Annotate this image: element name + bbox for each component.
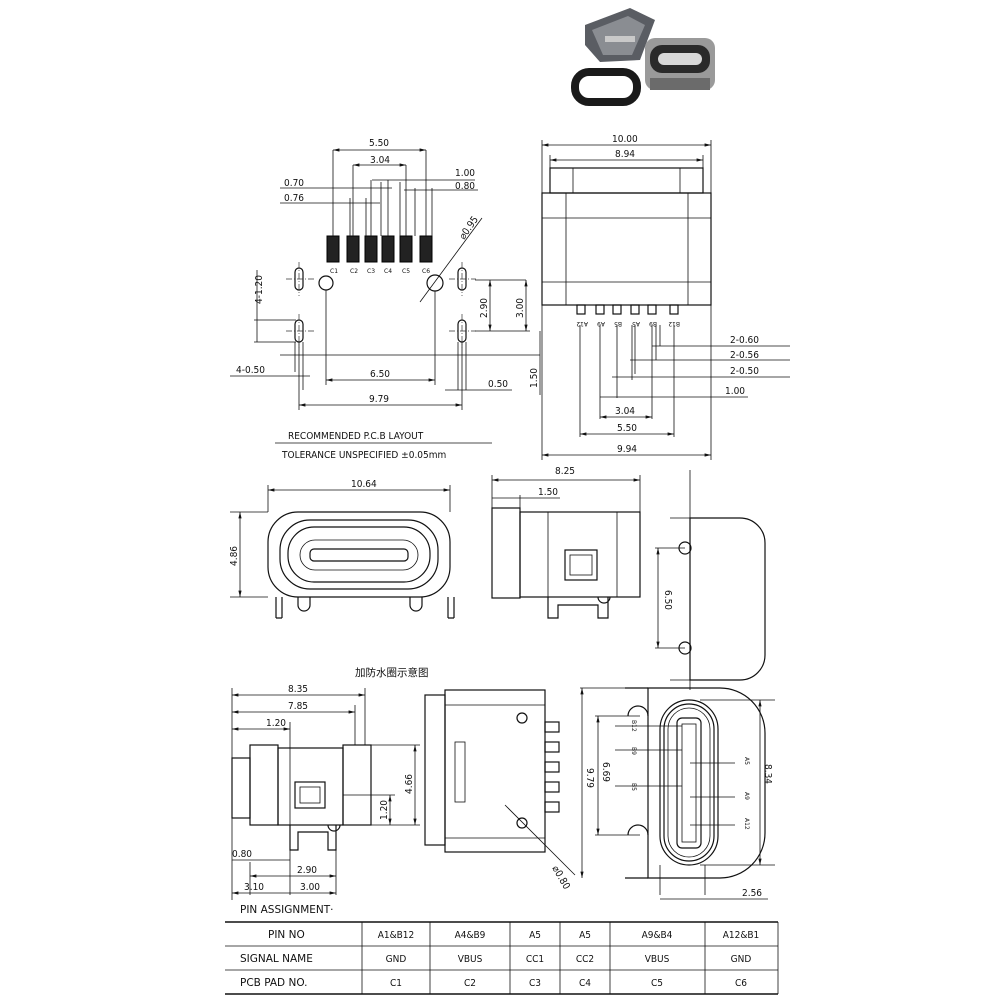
table-cell: C1 bbox=[390, 978, 402, 989]
dim-6.69: 6.69 bbox=[600, 762, 611, 782]
pin-label: B12 bbox=[630, 720, 637, 732]
pin-assignment: PIN ASSIGNMENT· PIN NO A1&B12 A4&B9 A5 A5 A9&… bbox=[225, 904, 779, 995]
dim-0.70: 0.70 bbox=[284, 178, 304, 189]
table-cell: CC1 bbox=[526, 954, 544, 965]
dim-1.00: 1.00 bbox=[455, 168, 475, 179]
pin-label: A5 bbox=[632, 320, 640, 327]
dim-8.25: 8.25 bbox=[555, 466, 575, 477]
dim-3.00: 3.00 bbox=[300, 882, 320, 893]
table-cell: VBUS bbox=[458, 954, 483, 965]
dim-2.90: 2.90 bbox=[297, 865, 317, 876]
table-cell: C6 bbox=[735, 978, 747, 989]
pin-label: B9 bbox=[649, 320, 657, 327]
dim-4.86: 4.86 bbox=[229, 546, 240, 566]
row-header: SIGNAL NAME bbox=[240, 953, 313, 965]
tolerance-note: TOLERANCE UNSPECIFIED ±0.05mm bbox=[281, 450, 446, 461]
pad-label: C6 bbox=[422, 268, 430, 275]
pin-label: A12 bbox=[743, 818, 750, 830]
table-cell: A5 bbox=[579, 930, 591, 941]
dim-hole-diameter: ⌀0.95 bbox=[457, 215, 481, 242]
dim-1.00: 1.00 bbox=[725, 386, 745, 397]
table-cell: A9&B4 bbox=[642, 930, 673, 941]
dim-1.20: 1.20 bbox=[379, 800, 390, 820]
dim-1.50: 1.50 bbox=[538, 487, 558, 498]
product-photo bbox=[571, 8, 715, 106]
pcb-layout-view: C1 C2 C3 C4 C5 C6 5.50 3.04 1.00 0.70 0.… bbox=[230, 138, 541, 461]
dim-3.04: 3.04 bbox=[370, 155, 390, 166]
dim-10.00: 10.00 bbox=[612, 134, 638, 145]
table-cell: VBUS bbox=[645, 954, 670, 965]
pin-label: A9 bbox=[743, 792, 750, 800]
dim-0.50: 0.50 bbox=[488, 379, 508, 390]
dim-2.90: 2.90 bbox=[479, 298, 490, 318]
pcb-pads bbox=[326, 235, 433, 263]
dim-1.20: 1.20 bbox=[266, 718, 286, 729]
top-side-view: A12 A9 B5 A5 B9 B12 10.00 8.94 2-0.60 2-… bbox=[541, 134, 790, 460]
dim-9.94: 9.94 bbox=[617, 444, 637, 455]
pad-label: C1 bbox=[330, 268, 338, 275]
pad-label: C5 bbox=[402, 268, 410, 275]
pin-table-grid bbox=[225, 921, 779, 995]
profile-view: 8.25 1.50 bbox=[491, 466, 641, 619]
table-cell: C4 bbox=[579, 978, 591, 989]
table-cell: C5 bbox=[651, 978, 663, 989]
pin-label: B5 bbox=[630, 783, 637, 791]
table-cell: GND bbox=[731, 954, 752, 965]
dim-8.94: 8.94 bbox=[615, 149, 635, 160]
pin-label: A12 bbox=[576, 320, 588, 327]
dim-8.34: 8.34 bbox=[762, 764, 773, 784]
pin-label: B9 bbox=[630, 747, 637, 755]
dim-4-0.50: 4-0.50 bbox=[236, 365, 265, 376]
dim-3.04: 3.04 bbox=[615, 406, 635, 417]
table-cell: A12&B1 bbox=[723, 930, 760, 941]
pad-label: C2 bbox=[350, 268, 358, 275]
dim-1.50: 1.50 bbox=[529, 368, 540, 388]
front-view: 10.64 4.86 bbox=[229, 479, 455, 619]
gasket-view: 6.50 bbox=[655, 470, 766, 690]
dim-9.79: 9.79 bbox=[369, 394, 389, 405]
table-cell: C2 bbox=[464, 978, 476, 989]
dim-2-0.60: 2-0.60 bbox=[730, 335, 759, 346]
gasket-caption: 加防水圈示意图 bbox=[355, 666, 429, 679]
dim-10.64: 10.64 bbox=[351, 479, 377, 490]
dim-7.85: 7.85 bbox=[288, 701, 308, 712]
dim-2.56: 2.56 bbox=[742, 888, 762, 899]
dim-0.80: 0.80 bbox=[455, 181, 475, 192]
pad-label: C4 bbox=[384, 268, 392, 275]
pin-assignment-title: PIN ASSIGNMENT· bbox=[240, 904, 334, 916]
pin-label: B5 bbox=[614, 320, 622, 327]
dim-0.80: 0.80 bbox=[232, 849, 252, 860]
dim-2-0.50: 2-0.50 bbox=[730, 366, 759, 377]
dim-4-1.20: 4-1.20 bbox=[254, 275, 265, 304]
pin-label: A5 bbox=[743, 757, 750, 765]
row-header: PCB PAD NO. bbox=[240, 977, 308, 989]
pin-label: B12 bbox=[668, 320, 680, 327]
dim-4.66: 4.66 bbox=[404, 774, 415, 794]
dim-8.35: 8.35 bbox=[288, 684, 308, 695]
table-cell: A5 bbox=[529, 930, 541, 941]
dim-5.50: 5.50 bbox=[369, 138, 389, 149]
table-cell: GND bbox=[386, 954, 407, 965]
dim-2-0.56: 2-0.56 bbox=[730, 350, 759, 361]
dim-3.10: 3.10 bbox=[244, 882, 264, 893]
dim-0.76: 0.76 bbox=[284, 193, 304, 204]
row-header: PIN NO bbox=[268, 929, 305, 941]
pad-label: C3 bbox=[367, 268, 375, 275]
bottom-middle-view: ⌀0.80 bbox=[424, 689, 576, 892]
table-cell: C3 bbox=[529, 978, 541, 989]
dim-6.50: 6.50 bbox=[662, 590, 673, 610]
dim-3.00: 3.00 bbox=[515, 298, 526, 318]
dim-6.50: 6.50 bbox=[370, 369, 390, 380]
dim-5.50: 5.50 bbox=[617, 423, 637, 434]
table-cell: A1&B12 bbox=[378, 930, 415, 941]
bottom-left-view: 8.35 7.85 1.20 4.66 1.20 0.80 2.90 3.10 … bbox=[231, 684, 420, 900]
table-cell: CC2 bbox=[576, 954, 594, 965]
pin-label: A9 bbox=[597, 320, 605, 327]
pcb-layout-title: RECOMMENDED P.C.B LAYOUT bbox=[288, 431, 424, 442]
bottom-right-view: B12 B9 B5 A5 A9 A12 9.79 6.69 8.34 2.56 bbox=[580, 687, 775, 900]
table-cell: A4&B9 bbox=[455, 930, 486, 941]
dim-9.79: 9.79 bbox=[584, 768, 595, 788]
